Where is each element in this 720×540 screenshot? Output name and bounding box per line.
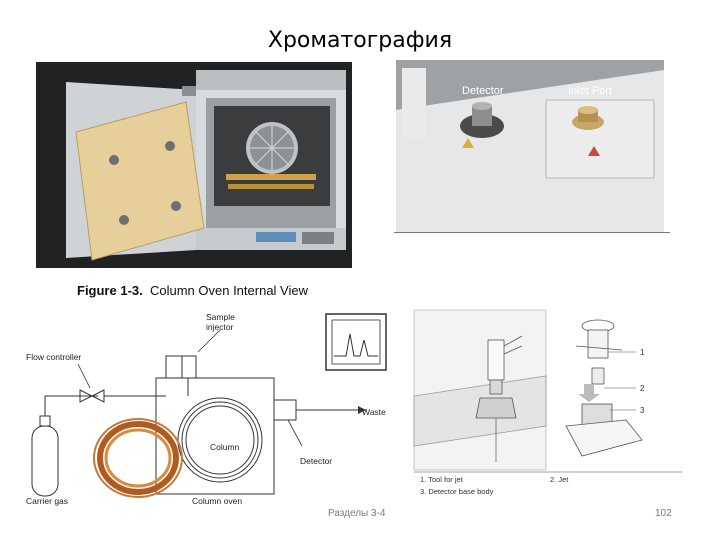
callout-2: 2 — [640, 384, 645, 393]
callout-1: 1 — [640, 348, 645, 357]
legend-item-2: 2. Jet — [550, 475, 569, 484]
photo-separator-line — [394, 232, 670, 233]
label-column: Column — [210, 442, 240, 452]
legend-item-3: 3. Detector base body — [420, 487, 494, 496]
footer-section-label: Разделы 3-4 — [328, 508, 386, 519]
label-carrier-gas: Carrier gas — [26, 496, 69, 506]
column-oven-photo — [36, 62, 352, 268]
detector-photo-label: Detector — [462, 85, 504, 97]
figure-caption-text: Column Oven Internal View — [149, 283, 308, 298]
figure-number: Figure 1-3. — [77, 283, 143, 298]
label-flow-controller: Flow controller — [26, 352, 82, 362]
inlet-photo-label: Inlet Port — [568, 85, 612, 97]
label-waste: Waste — [362, 407, 386, 417]
label-detector: Detector — [300, 456, 333, 466]
page-number: 102 — [655, 508, 672, 519]
gc-schematic-diagram — [31, 313, 387, 498]
slide-title: Хроматография — [267, 28, 453, 53]
label-column-oven: Column oven — [192, 496, 243, 506]
label-sample-injector: Sample injector — [206, 312, 235, 332]
coiled-column-photo — [93, 418, 183, 498]
callout-3: 3 — [640, 406, 645, 415]
detector-assembly-diagram: 1 2 3 1. Tool for jet 2. Jet 3. Detector… — [410, 306, 686, 502]
detector-inlet-photo: Detector Inlet Port — [396, 60, 664, 232]
figure-caption: Figure 1-3. Column Oven Internal View — [77, 283, 308, 298]
legend-item-1: 1. Tool for jet — [420, 475, 464, 484]
